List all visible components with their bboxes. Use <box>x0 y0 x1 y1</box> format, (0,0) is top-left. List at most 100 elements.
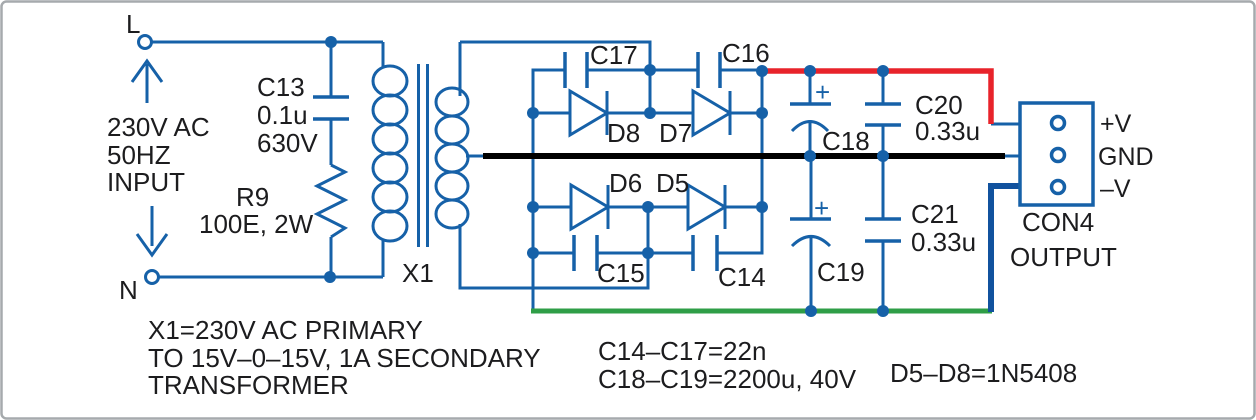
junction-dot <box>756 107 768 119</box>
junction-dot <box>877 305 889 317</box>
c14-ref-label: C14 <box>718 262 766 292</box>
primary-coil-loop <box>371 64 409 98</box>
down-arrow-icon <box>135 233 169 258</box>
junction-dot <box>324 271 336 283</box>
secondary-coil-loop <box>434 142 470 174</box>
junction-dot <box>527 247 539 259</box>
note-caps-small: C14–C17=22n <box>598 336 766 366</box>
junction-dots <box>324 36 889 317</box>
capacitor-c14 <box>691 235 719 271</box>
secondary-coil-loop <box>434 198 470 230</box>
con4-ref-label: CON4 <box>1022 207 1094 237</box>
pin-plus-v-label: +V <box>1100 110 1132 138</box>
d7-triangle <box>691 88 733 138</box>
junction-dot <box>805 305 817 317</box>
primary-coil-loop <box>371 151 409 185</box>
capacitor-c19 <box>790 217 832 248</box>
d5-triangle <box>686 182 728 232</box>
con4-pin-plus-v <box>1049 114 1067 132</box>
c21-ref-label: C21 <box>911 199 959 229</box>
capacitor-c20 <box>865 102 901 127</box>
c19-plus-sign: + <box>814 193 829 223</box>
pin-minus-v-label: –V <box>1100 175 1131 203</box>
neutral-terminal-label: N <box>119 275 138 305</box>
secondary-coil-loop <box>434 170 470 202</box>
primary-coil-loop <box>371 209 409 243</box>
junction-dot <box>644 107 656 119</box>
input-label-line2: 50HZ <box>107 140 171 170</box>
secondary-coil-loop <box>434 114 470 146</box>
r9-value-label: 100E, 2W <box>199 209 314 239</box>
live-terminal <box>137 34 153 50</box>
d7-ref-label: D7 <box>659 118 692 148</box>
capacitor-c18 <box>790 102 831 133</box>
secondary-coil-loop <box>434 86 470 118</box>
con4-pin-gnd <box>1049 146 1067 164</box>
capacitor-c16 <box>696 52 722 88</box>
c13-ref-label: C13 <box>257 72 305 102</box>
up-arrow-icon <box>130 58 164 83</box>
junction-dot <box>877 65 889 77</box>
junction-dot <box>756 201 768 213</box>
d8-triangle <box>568 88 610 138</box>
positive-bus-wire <box>717 70 764 255</box>
live-terminal-label: L <box>126 9 140 39</box>
junction-dot <box>804 150 816 162</box>
pin-gnd-label: GND <box>1098 143 1154 171</box>
junction-dot <box>527 107 539 119</box>
resistor-r9 <box>313 163 349 239</box>
capacitor-c13 <box>313 95 349 121</box>
positive-rail-red <box>764 68 994 124</box>
diode-d6 <box>569 182 611 232</box>
c19-curved-plate <box>790 235 832 248</box>
note-caps-bulk: C18–C19=2200u, 40V <box>598 364 857 394</box>
d6-triangle <box>569 182 611 232</box>
capacitor-c17 <box>563 52 589 88</box>
capacitor-c21 <box>865 217 901 243</box>
primary-coil-loop <box>371 180 409 214</box>
c19-ref-label: C19 <box>817 257 865 287</box>
labels: L N 230V AC 50HZ INPUT C13 0.1u 630V R9 … <box>107 9 1154 400</box>
c18-plus-sign: + <box>815 77 830 107</box>
power-rails <box>483 68 1019 314</box>
diode-d7 <box>691 88 733 138</box>
neutral-terminal <box>144 269 160 285</box>
con4-output-label: OUTPUT <box>1010 242 1117 272</box>
junction-dot <box>325 36 337 48</box>
c13-value-label: 0.1u <box>257 100 308 130</box>
c17-ref-label: C17 <box>590 40 638 70</box>
c13-voltage-label: 630V <box>257 128 318 158</box>
junction-dot <box>642 201 654 213</box>
c20-ref-label: C20 <box>915 90 963 120</box>
primary-coil-loop <box>371 93 409 127</box>
diode-d8 <box>568 88 610 138</box>
note-transformer-line1: X1=230V AC PRIMARY <box>148 315 423 345</box>
r9-ref-label: R9 <box>236 182 269 212</box>
d5-ref-label: D5 <box>656 168 689 198</box>
note-transformer-line2: TO 15V–0–15V, 1A SECONDARY <box>148 343 541 373</box>
junction-dot <box>527 201 539 213</box>
diode-d5 <box>686 182 728 232</box>
c18-ref-label: C18 <box>822 126 870 156</box>
d8-ref-label: D8 <box>607 118 640 148</box>
x1-ref-label: X1 <box>402 258 434 288</box>
c16-ref-label: C16 <box>722 38 770 68</box>
junction-dot <box>877 150 889 162</box>
transformer-x1 <box>371 64 470 247</box>
primary-coil-loop <box>371 122 409 156</box>
c20-value-label: 0.33u <box>915 116 980 146</box>
d6-ref-label: D6 <box>609 168 642 198</box>
capacitor-c15 <box>572 235 599 271</box>
input-label-line1: 230V AC <box>107 112 210 142</box>
negative-rail-riser <box>988 183 1019 312</box>
c15-ref-label: C15 <box>597 258 645 288</box>
negative-bus-wire <box>531 68 566 309</box>
note-transformer-line3: TRANSFORMER <box>148 370 349 400</box>
junction-dot <box>804 65 816 77</box>
junction-dot <box>642 247 654 259</box>
c21-value-label: 0.33u <box>911 227 976 257</box>
connector-con4 <box>1018 101 1095 207</box>
